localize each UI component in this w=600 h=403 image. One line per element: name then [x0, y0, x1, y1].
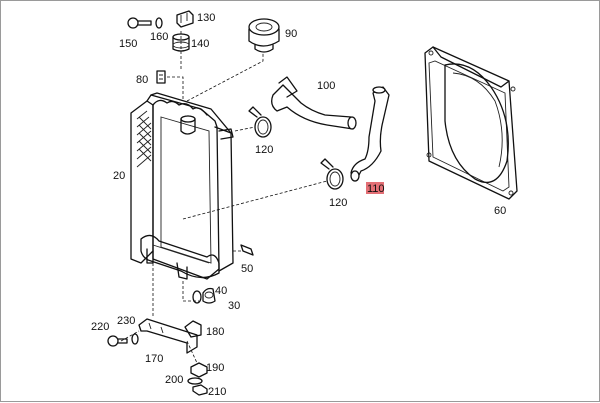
drain-plug-30[interactable] [202, 287, 216, 304]
clip-80[interactable] [156, 70, 166, 84]
washer-230[interactable] [131, 333, 139, 345]
callout-220: 220 [91, 321, 109, 333]
nut-210[interactable] [192, 384, 208, 396]
callout-120b: 120 [329, 197, 347, 209]
leader-bolt [120, 330, 140, 342]
bolt-220[interactable] [107, 335, 128, 347]
fan-shroud[interactable] [424, 46, 518, 200]
seal-40[interactable] [192, 290, 202, 304]
callout-130: 130 [197, 12, 215, 24]
callout-190: 190 [206, 362, 224, 374]
callout-20: 20 [113, 170, 125, 182]
callout-230: 230 [117, 315, 135, 327]
hose-clamp-120a[interactable] [248, 106, 272, 138]
callout-160: 160 [150, 31, 168, 43]
mount-180[interactable] [184, 320, 202, 338]
bolt-150[interactable] [127, 17, 152, 29]
washer-160[interactable] [155, 17, 163, 29]
callout-120a: 120 [255, 144, 273, 156]
callout-200: 200 [165, 374, 183, 386]
leader-120a [234, 126, 256, 132]
callout-60: 60 [494, 205, 506, 217]
pressure-cap[interactable] [248, 18, 280, 53]
lower-hose-110[interactable] [350, 86, 390, 182]
leader-90 [186, 53, 264, 102]
callout-110: 110 [367, 183, 385, 195]
callout-170: 170 [145, 353, 163, 365]
nut-190[interactable] [190, 362, 208, 378]
callout-100: 100 [317, 80, 335, 92]
callout-80: 80 [136, 74, 148, 86]
leader-120b [182, 180, 328, 220]
callout-30: 30 [228, 300, 240, 312]
upper-hose-100[interactable] [271, 76, 357, 130]
leader-80 [167, 76, 184, 101]
washer-200[interactable] [187, 377, 203, 385]
callout-50: 50 [241, 263, 253, 275]
bracket-130[interactable] [176, 10, 194, 28]
leader-drain [182, 281, 199, 302]
callout-150: 150 [119, 38, 137, 50]
callout-180: 180 [206, 326, 224, 338]
leader-nut [186, 340, 198, 364]
callout-90: 90 [285, 28, 297, 40]
plug-50[interactable] [240, 244, 254, 256]
bracket-170[interactable] [138, 318, 198, 354]
callout-210: 210 [208, 386, 226, 398]
callout-40: 40 [215, 285, 227, 297]
callout-140: 140 [191, 38, 209, 50]
highlight-110 [366, 182, 384, 194]
hose-clamp-120b[interactable] [320, 158, 344, 190]
radiator[interactable] [130, 92, 234, 280]
